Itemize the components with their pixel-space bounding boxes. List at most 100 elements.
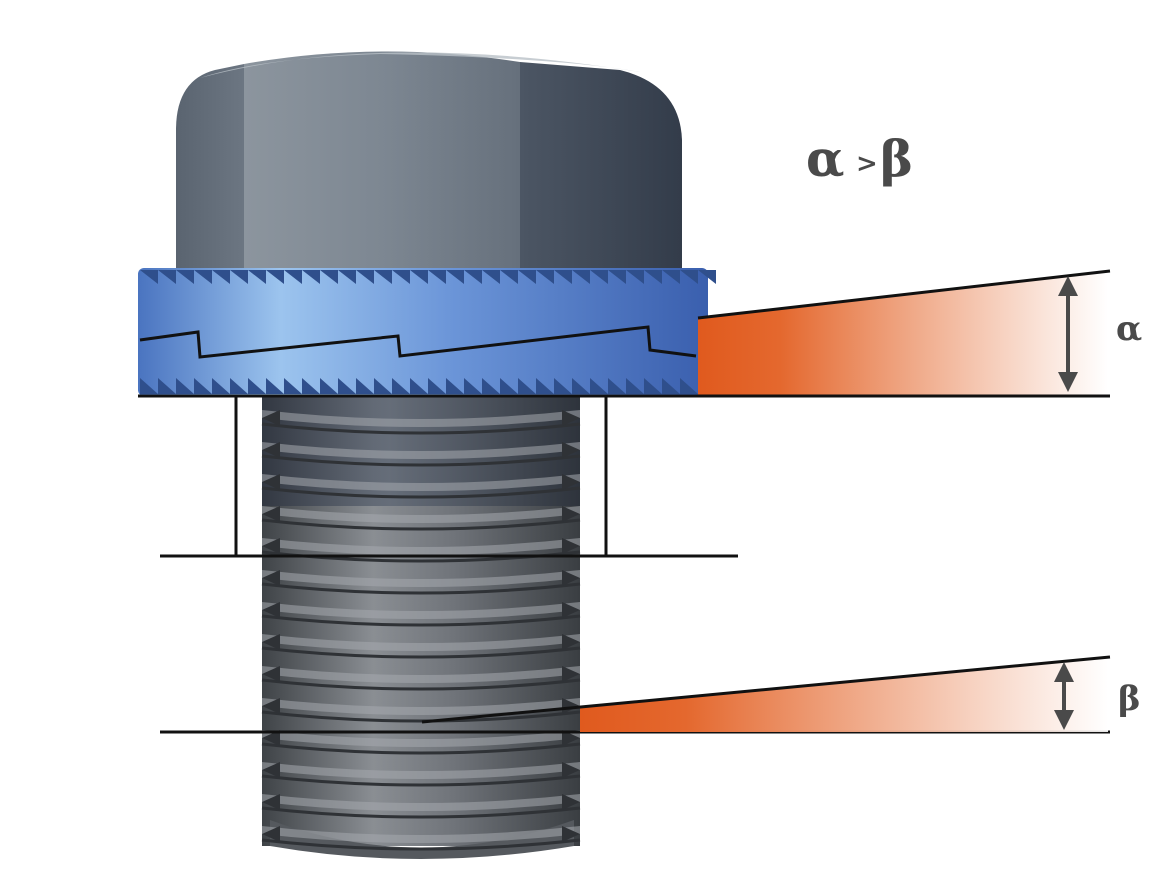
decoration xyxy=(410,378,428,394)
thread-crest xyxy=(262,794,580,811)
decoration xyxy=(266,378,284,394)
decoration xyxy=(500,270,518,284)
thread-groove xyxy=(261,806,581,819)
thread-crest xyxy=(262,634,580,651)
decoration xyxy=(230,378,248,394)
decoration xyxy=(410,270,428,284)
decoration xyxy=(266,270,284,284)
decoration xyxy=(338,270,356,284)
decoration xyxy=(262,762,280,778)
decoration xyxy=(608,270,626,284)
decoration xyxy=(518,270,536,284)
decoration xyxy=(140,378,158,394)
decoration xyxy=(428,270,446,284)
decoration xyxy=(446,378,464,394)
decoration xyxy=(590,270,608,284)
thread-crest xyxy=(262,698,580,715)
comparison-operator: > xyxy=(856,149,878,179)
thread-crests xyxy=(261,410,581,851)
decoration xyxy=(262,666,280,682)
decoration xyxy=(698,270,716,284)
decoration xyxy=(356,378,374,394)
decoration xyxy=(262,826,280,842)
decoration xyxy=(356,270,374,284)
decoration xyxy=(320,270,338,284)
decoration xyxy=(262,730,280,746)
comparison-beta: β xyxy=(880,129,913,188)
decoration xyxy=(262,698,280,714)
decoration xyxy=(590,378,608,394)
thread-groove xyxy=(261,710,581,723)
decoration xyxy=(536,378,554,394)
thread-groove xyxy=(261,678,581,691)
decoration xyxy=(562,506,580,522)
thread-crest xyxy=(262,602,580,619)
thread-groove xyxy=(261,422,581,435)
thread-crest xyxy=(262,730,580,747)
decoration xyxy=(562,794,580,810)
beta-wedge xyxy=(421,655,1111,732)
thread-crest xyxy=(262,666,580,683)
decoration xyxy=(248,270,266,284)
decoration xyxy=(212,378,230,394)
decoration xyxy=(562,666,580,682)
decoration xyxy=(262,794,280,810)
decoration xyxy=(262,538,280,554)
alpha-label: α xyxy=(1116,309,1142,349)
decoration xyxy=(176,378,194,394)
decoration xyxy=(626,378,644,394)
decoration xyxy=(464,270,482,284)
thread-crest xyxy=(262,826,580,843)
decoration xyxy=(374,270,392,284)
decoration xyxy=(482,270,500,284)
thread-groove xyxy=(261,614,581,627)
decoration xyxy=(644,378,662,394)
decoration xyxy=(554,270,572,284)
decoration xyxy=(212,270,230,284)
decoration xyxy=(262,442,280,458)
thread-groove xyxy=(261,454,581,467)
decoration xyxy=(284,378,302,394)
decoration xyxy=(262,634,280,650)
decoration xyxy=(392,378,410,394)
thread-crest xyxy=(262,538,580,555)
decoration xyxy=(518,378,536,394)
decoration xyxy=(302,270,320,284)
thread-groove xyxy=(261,742,581,755)
thread-crest xyxy=(262,410,580,427)
decoration xyxy=(320,378,338,394)
thread-crest xyxy=(262,506,580,523)
decoration xyxy=(562,602,580,618)
decoration xyxy=(562,442,580,458)
thread-crest xyxy=(262,570,580,587)
decoration xyxy=(536,270,554,284)
thread-groove xyxy=(261,518,581,531)
bolt-head xyxy=(176,51,682,269)
decoration xyxy=(562,410,580,426)
decoration xyxy=(140,270,158,284)
decoration xyxy=(374,378,392,394)
decoration xyxy=(644,270,662,284)
decoration xyxy=(464,378,482,394)
decoration xyxy=(194,378,212,394)
decoration xyxy=(158,378,176,394)
decoration xyxy=(338,378,356,394)
decoration xyxy=(626,270,644,284)
alpha-wedge xyxy=(697,269,1111,396)
decoration xyxy=(680,378,698,394)
decoration xyxy=(262,602,280,618)
decoration xyxy=(262,506,280,522)
decoration xyxy=(262,570,280,586)
thread-crest xyxy=(262,442,580,459)
decoration xyxy=(230,270,248,284)
decoration xyxy=(562,474,580,490)
thread-groove xyxy=(261,774,581,787)
comparison-alpha: α xyxy=(806,129,844,188)
decoration xyxy=(562,698,580,714)
decoration xyxy=(158,270,176,284)
decoration xyxy=(284,270,302,284)
decoration xyxy=(248,378,266,394)
decoration xyxy=(194,270,212,284)
decoration xyxy=(428,378,446,394)
